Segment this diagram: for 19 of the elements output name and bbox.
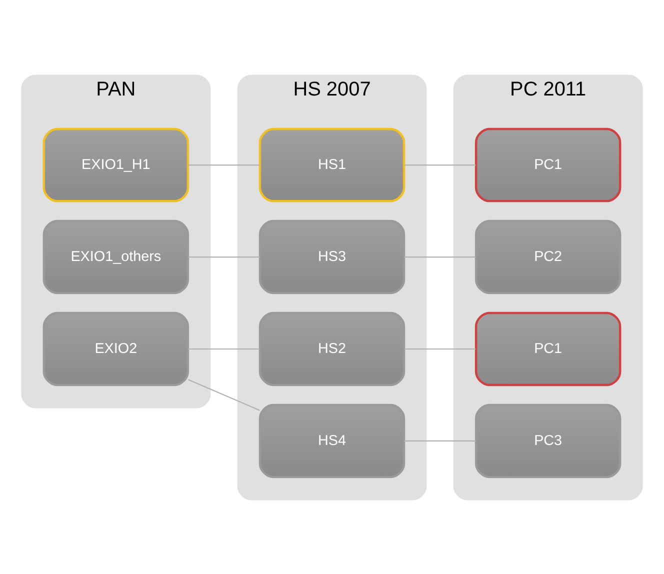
node-box: PC1 [474, 127, 622, 202]
node-box: HS1 [258, 127, 406, 202]
node-box: HS3 [258, 219, 406, 294]
connector [404, 348, 476, 350]
node-box: HS2 [258, 311, 406, 386]
node-box: PC3 [474, 403, 622, 478]
connector [188, 256, 260, 258]
node-box: HS4 [258, 403, 406, 478]
node-box: PC2 [474, 219, 622, 294]
connector [188, 378, 260, 410]
connector [188, 164, 260, 166]
connector [404, 164, 476, 166]
node-box: EXIO1_H1 [42, 127, 190, 202]
connector [188, 348, 260, 350]
node-box: PC1 [474, 311, 622, 386]
connector [404, 256, 476, 258]
node-box: EXIO1_others [42, 219, 190, 294]
node-box: EXIO2 [42, 311, 190, 386]
connector [404, 440, 476, 442]
